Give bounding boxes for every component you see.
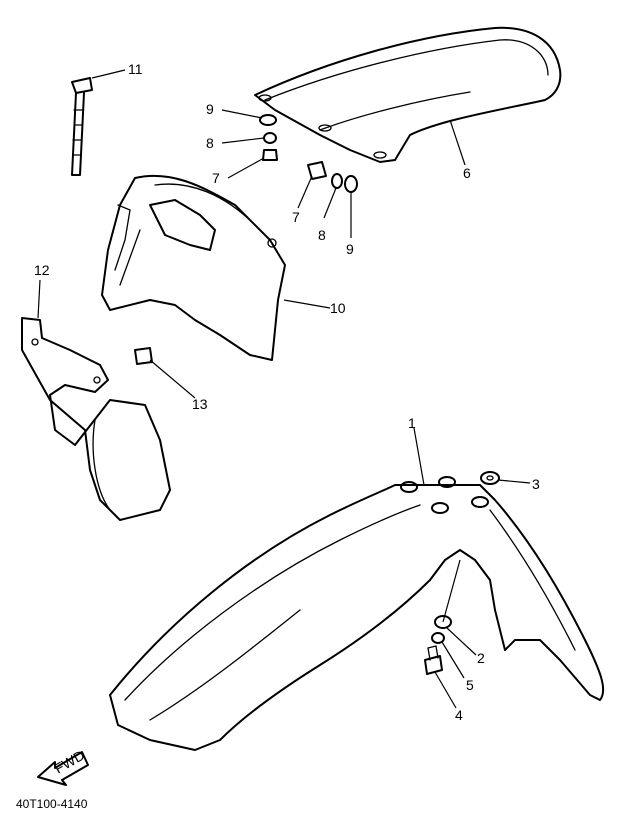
washer-9-left — [259, 114, 277, 126]
bolt-13-part — [134, 347, 153, 365]
leader-lines — [37, 69, 531, 709]
mud-flap-part — [21, 317, 171, 521]
washer-9-right — [344, 175, 358, 193]
callout-9-right: 9 — [346, 241, 354, 257]
bolt-4 — [424, 655, 443, 675]
callout-7-left: 7 — [212, 170, 220, 186]
callout-3: 3 — [532, 476, 540, 492]
washer-2 — [434, 615, 452, 629]
callout-numbers: 11 9 8 7 6 7 8 9 10 12 13 1 3 2 5 4 — [34, 61, 540, 723]
callout-8-left: 8 — [206, 135, 214, 151]
cable-tie-part — [71, 77, 93, 176]
callout-12: 12 — [34, 262, 50, 278]
callout-9-left: 9 — [206, 101, 214, 117]
lockwasher-8-right — [331, 173, 343, 189]
callout-13: 13 — [192, 396, 208, 412]
callout-2: 2 — [477, 650, 485, 666]
callout-10: 10 — [330, 300, 346, 316]
right-hardware-stack — [307, 161, 358, 193]
callout-1: 1 — [408, 415, 416, 431]
hardware-2-5-4 — [424, 615, 452, 675]
callout-5: 5 — [466, 677, 474, 693]
callout-6: 6 — [463, 165, 471, 181]
washer-3-part — [480, 471, 500, 485]
bolt-7-left — [262, 149, 278, 161]
bolt-7-right — [307, 161, 327, 180]
callout-11: 11 — [128, 61, 143, 77]
callout-8-right: 8 — [318, 227, 326, 243]
lockwasher-5 — [431, 632, 445, 644]
fwd-arrow-icon: FWD — [37, 747, 89, 786]
inner-fender-part — [101, 174, 286, 361]
lockwasher-8-left — [263, 132, 277, 144]
rear-fender-part — [254, 26, 562, 163]
callout-4: 4 — [455, 707, 463, 723]
left-hardware-stack — [259, 114, 278, 161]
diagram-code: 40T100-4140 — [16, 797, 88, 811]
front-fender-part — [109, 476, 605, 751]
callout-7-right: 7 — [292, 209, 300, 225]
